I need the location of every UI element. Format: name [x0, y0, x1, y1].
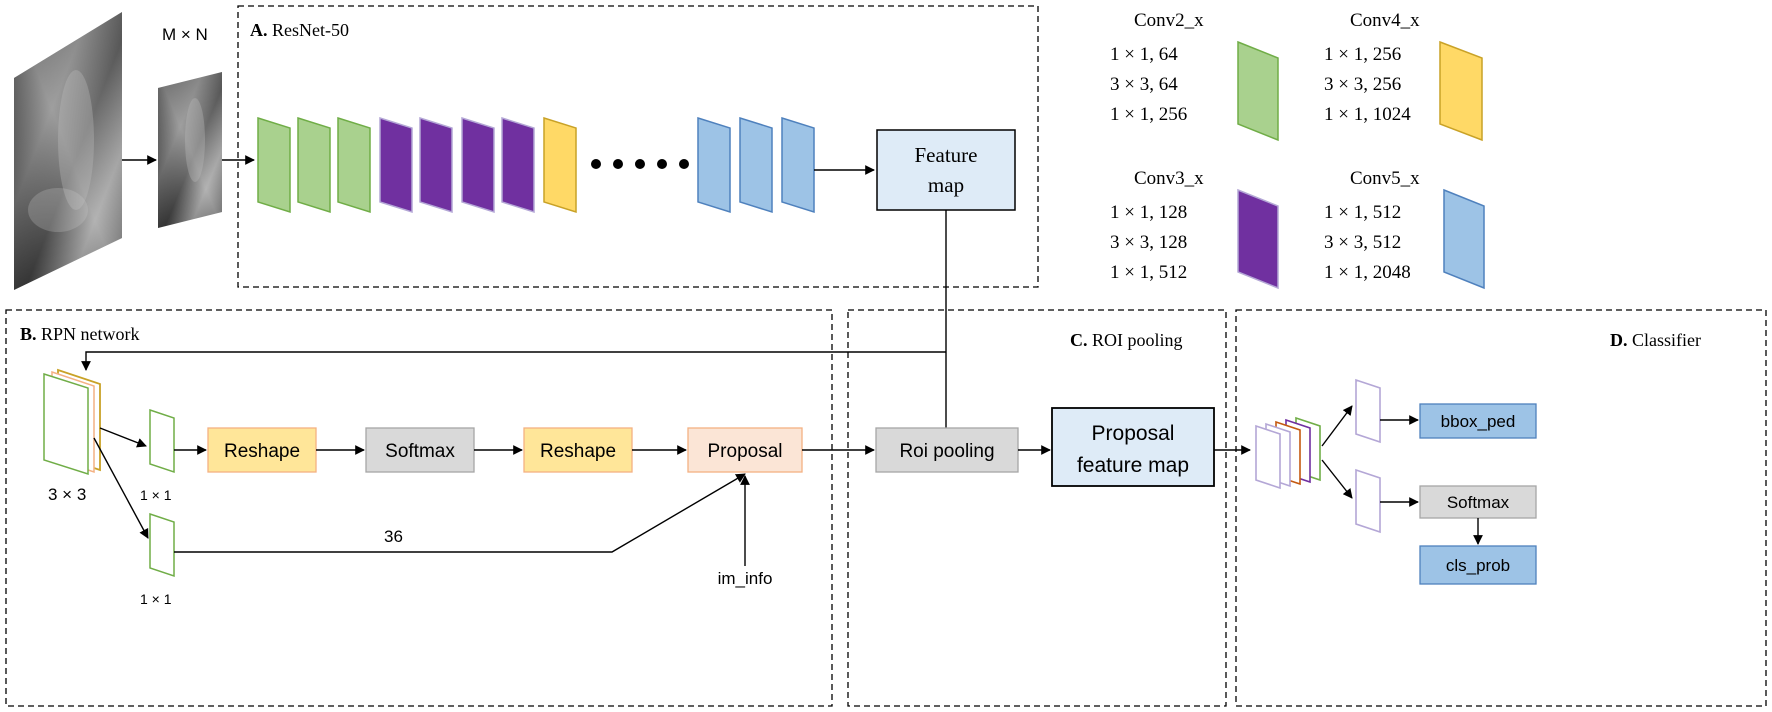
feature-map-line1: Feature [915, 143, 978, 167]
cls-prob-label: cls_prob [1446, 556, 1510, 575]
legend-conv3-row1: 1 × 1, 128 [1110, 202, 1187, 223]
panel-classifier-title: D. Classifier [1610, 330, 1701, 350]
conv3-block-1 [379, 116, 413, 214]
legend-conv2-row1: 1 × 1, 64 [1110, 44, 1178, 65]
rpn-reshape-1-box [207, 427, 317, 473]
rpn-reshape-2-box [523, 427, 633, 473]
panel-classifier-name: Classifier [1632, 330, 1701, 350]
conv4-block-1 [543, 116, 577, 214]
conv2-block-1 [257, 116, 291, 214]
rpn-proposal-box [687, 427, 803, 473]
arrow-feature-to-rpn [81, 351, 946, 371]
rpn-im-info-label: im_info [718, 569, 773, 588]
arrow-to-cls-branch [1321, 459, 1353, 499]
resnet-conv-blocks [257, 116, 815, 214]
panel-roi-name: ROI pooling [1092, 330, 1183, 350]
legend-conv2-title: Conv2_x [1134, 10, 1204, 31]
proposal-feature-map-box [1051, 407, 1215, 487]
legend-conv5-row1: 1 × 1, 512 [1324, 202, 1401, 223]
legend-conv5-row3: 1 × 1, 2048 [1324, 262, 1411, 283]
legend-conv5-swatch [1443, 188, 1485, 290]
conv2-block-3 [337, 116, 371, 214]
rpn-reshape-2-label: Reshape [540, 441, 616, 462]
roi-pooling-box [875, 427, 1019, 473]
rpn-kernel-3x3-label: 3 × 3 [48, 485, 86, 504]
ellipsis-dots [591, 159, 689, 169]
legend-conv4-row2: 3 × 3, 256 [1324, 74, 1401, 95]
panel-classifier [1235, 309, 1767, 707]
classifier-softmax-box [1419, 485, 1537, 519]
rpn-softmax-box [365, 427, 475, 473]
rpn-channels-label: 36 [384, 527, 403, 546]
panel-roi-letter: C. [1070, 330, 1088, 350]
panel-resnet-title: A. ResNet-50 [250, 20, 349, 40]
rpn-1x1-bottom-label: 1 × 1 [140, 591, 172, 607]
panel-rpn-name: RPN network [41, 324, 140, 344]
proposal-feature-map-line1: Proposal [1092, 422, 1175, 445]
legend-conv2-row2: 3 × 3, 64 [1110, 74, 1178, 95]
input-image-resized [158, 72, 222, 228]
proposal-feature-map-line2: feature map [1077, 454, 1189, 477]
legend-conv4-row1: 1 × 1, 256 [1324, 44, 1401, 65]
panel-roi [847, 309, 1227, 707]
legend-conv3-title: Conv3_x [1134, 168, 1204, 189]
rpn-softmax-label: Softmax [385, 441, 455, 462]
rpn-conv3x3-map [43, 368, 101, 476]
conv5-block-1 [697, 116, 731, 214]
rpn-1x1-top-label: 1 × 1 [140, 487, 172, 503]
classifier-softmax-label: Softmax [1447, 493, 1510, 512]
legend-conv3-row3: 1 × 1, 512 [1110, 262, 1187, 283]
panel-roi-title: C. ROI pooling [1070, 330, 1183, 350]
conv3-block-4 [501, 116, 535, 214]
rpn-1x1-top-map [149, 408, 175, 474]
panel-resnet-letter: A. [250, 20, 268, 40]
legend-conv2-row3: 1 × 1, 256 [1110, 104, 1187, 125]
rpn-proposal-label: Proposal [708, 441, 783, 462]
classifier-cls-map [1355, 468, 1381, 534]
cls-prob-box [1419, 545, 1537, 585]
rpn-reshape-1-label: Reshape [224, 441, 300, 462]
conv3-block-2 [419, 116, 453, 214]
classifier-stacked-maps [1255, 416, 1321, 490]
conv3-block-3 [461, 116, 495, 214]
conv2-block-2 [297, 116, 331, 214]
legend: Conv2_x 1 × 1, 64 3 × 3, 64 1 × 1, 256 C… [1110, 10, 1485, 290]
arrow-bbox-to-proposal [174, 473, 746, 553]
conv5-block-3 [781, 116, 815, 214]
legend-conv3-row2: 3 × 3, 128 [1110, 232, 1187, 253]
arrow-3x3-to-top [99, 427, 147, 448]
legend-conv5-title: Conv5_x [1350, 168, 1420, 189]
input-image-large [14, 12, 122, 290]
legend-conv4-row3: 1 × 1, 1024 [1324, 104, 1411, 125]
panel-resnet-name: ResNet-50 [272, 20, 349, 40]
conv5-block-2 [739, 116, 773, 214]
bbox-box [1419, 403, 1537, 439]
panel-rpn [5, 309, 833, 707]
legend-conv3-swatch [1237, 188, 1279, 290]
rpn-1x1-bottom-map [149, 512, 175, 578]
input-size-label: M × N [162, 25, 208, 44]
legend-conv4-swatch [1439, 40, 1483, 142]
panel-resnet [237, 5, 1039, 288]
classifier-bbox-map [1355, 378, 1381, 444]
legend-conv5-row2: 3 × 3, 512 [1324, 232, 1401, 253]
legend-conv2-swatch [1237, 40, 1279, 142]
feature-map-box [876, 129, 1016, 211]
feature-map-line2: map [928, 173, 964, 197]
roi-pooling-label: Roi pooling [899, 441, 994, 462]
bbox-label: bbox_ped [1441, 412, 1516, 431]
arrow-3x3-to-bottom [93, 437, 149, 539]
panel-classifier-letter: D. [1610, 330, 1628, 350]
arrow-to-bbox-branch [1321, 405, 1353, 447]
panel-rpn-title: B. RPN network [20, 324, 140, 344]
legend-conv4-title: Conv4_x [1350, 10, 1420, 31]
panel-rpn-letter: B. [20, 324, 37, 344]
